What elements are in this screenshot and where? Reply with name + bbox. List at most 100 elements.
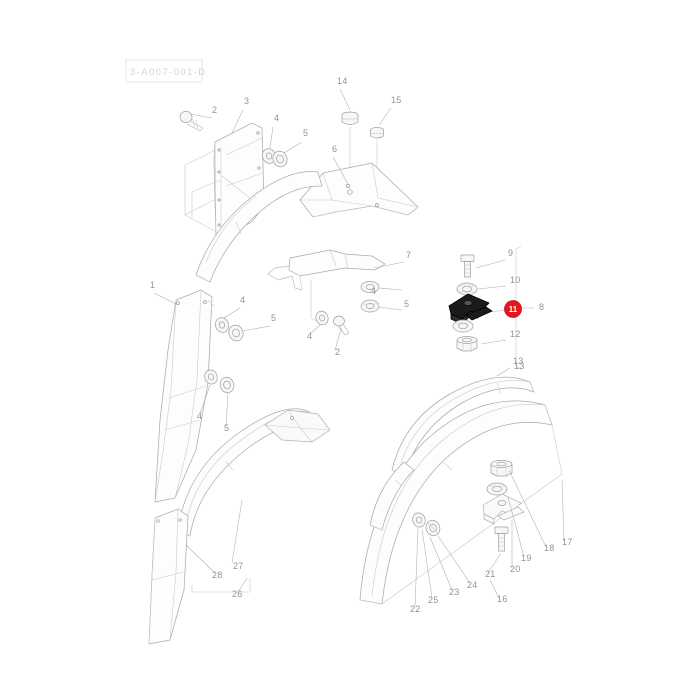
callout-label-5: 5 <box>404 299 409 309</box>
bolt-9 <box>460 254 506 278</box>
callout-label-3: 3 <box>244 96 249 106</box>
cowl-hole-3 <box>375 203 379 207</box>
washer-b11-inner <box>458 322 468 330</box>
nut-5-fender-low <box>219 376 235 394</box>
fender-28-edge-l <box>148 517 156 645</box>
leader-5c <box>225 392 229 427</box>
bracket-7-edge <box>288 269 301 277</box>
leader-17 <box>561 479 565 542</box>
bracket-7-leg <box>291 275 303 291</box>
callout-label-14: 14 <box>337 76 347 86</box>
fender-13-tip <box>529 381 535 393</box>
washer-4-fender-low <box>204 369 218 385</box>
bracket-plate-20 <box>482 493 525 525</box>
callout-label-20: 20 <box>510 564 520 574</box>
bolt-2b-head <box>333 315 345 327</box>
callout-label-26: 26 <box>232 589 242 599</box>
leader-2 <box>189 113 213 119</box>
nut-12 <box>456 336 507 352</box>
callout-label-13: 13 <box>513 356 523 366</box>
fender-17-end <box>359 599 383 605</box>
nut-5-upper <box>272 150 288 168</box>
nut-5-inner <box>276 154 284 164</box>
callout-label-5: 5 <box>303 128 308 138</box>
fender-1-edge-right <box>174 289 202 499</box>
leader-22 <box>414 527 419 608</box>
bracket-hole-6 <box>257 166 261 170</box>
bolt-2-tip <box>199 127 204 132</box>
fender-1-body <box>154 289 213 503</box>
washer-10-inner <box>462 285 472 293</box>
fender-extension-body <box>195 171 323 283</box>
leader-4 <box>269 126 274 149</box>
leader-3 <box>231 109 244 134</box>
fender-17-seam-1 <box>442 461 453 471</box>
leader-16 <box>489 579 500 599</box>
bolt-2b-shank-a <box>342 323 350 334</box>
nut-5-bracket7 <box>360 299 380 313</box>
washer-4-bracket7 <box>360 281 380 293</box>
callout-label-4: 4 <box>197 411 202 421</box>
bracket-20-side <box>483 513 495 525</box>
fender-28-hole-2 <box>178 518 182 522</box>
bracket-7-plate <box>288 249 386 277</box>
bolt-2-shank-bot <box>186 123 201 132</box>
ghost-box-3 <box>184 199 215 216</box>
bracket-group-26 <box>191 578 251 593</box>
callout-labels: 1234567891012131415454542451617181920212… <box>150 76 572 614</box>
callout-label-25: 25 <box>428 595 438 605</box>
upper-left-bracket-assembly <box>179 109 303 244</box>
washer-24 <box>412 512 426 528</box>
leader-13 <box>496 367 511 377</box>
bracket-hole-4 <box>217 223 221 227</box>
fender-28-edge-r <box>169 508 179 641</box>
callout-label-6: 6 <box>332 144 337 154</box>
nut-5-fender <box>228 324 244 342</box>
badge-circle[interactable] <box>504 300 522 318</box>
plug-15 <box>370 127 384 139</box>
leader-5d <box>378 306 403 311</box>
bracket-7-leg-2 <box>299 275 303 291</box>
ghost-box-2 <box>184 150 215 166</box>
bracket-hole-2 <box>217 170 221 174</box>
cowl-fold-4 <box>377 197 419 208</box>
callout-label-16: 16 <box>497 594 507 604</box>
leader-10 <box>477 285 507 290</box>
bolt-2-center <box>333 315 350 336</box>
callout-label-23: 23 <box>449 587 459 597</box>
callout-label-17: 17 <box>562 537 572 547</box>
leader-4d <box>309 324 321 335</box>
leader-9 <box>475 259 506 269</box>
leader-25 <box>421 528 433 599</box>
cowl-hole-2 <box>347 189 353 195</box>
fender-17-base-line <box>381 473 563 605</box>
callout-label-8: 8 <box>539 302 544 312</box>
bolt-2b-shank-b <box>337 325 346 336</box>
bracket-edge-a <box>214 141 217 241</box>
callout-label-5: 5 <box>271 313 276 323</box>
washer-4-fender <box>215 317 229 333</box>
washer-below-11 <box>452 319 474 333</box>
callout-label-2: 2 <box>212 105 217 115</box>
cowl-panel-6 <box>299 162 419 218</box>
nut-5b-inner <box>232 328 240 338</box>
bracket-hole-1 <box>217 148 221 152</box>
highlight-badge-11[interactable]: 11 <box>504 300 522 318</box>
ghost-box-4 <box>191 179 221 193</box>
bolt-2b-thr <box>339 325 344 333</box>
fender-ext-end <box>195 274 211 283</box>
leader-11 <box>491 309 505 313</box>
bracket-hole-5 <box>256 131 260 135</box>
leader-26 <box>237 577 248 593</box>
leader-24 <box>437 535 471 584</box>
mount-plate-hole <box>290 416 294 420</box>
cowl-fold-2 <box>371 162 379 199</box>
bracket-hole-3 <box>217 198 221 202</box>
callout-label-13: 13 <box>514 361 524 371</box>
badge-number: 11 <box>509 305 518 314</box>
washer-10 <box>456 282 507 296</box>
bolt-9-head <box>460 254 475 262</box>
callout-label-24: 24 <box>467 580 477 590</box>
cowl-lower-edge <box>312 205 409 218</box>
